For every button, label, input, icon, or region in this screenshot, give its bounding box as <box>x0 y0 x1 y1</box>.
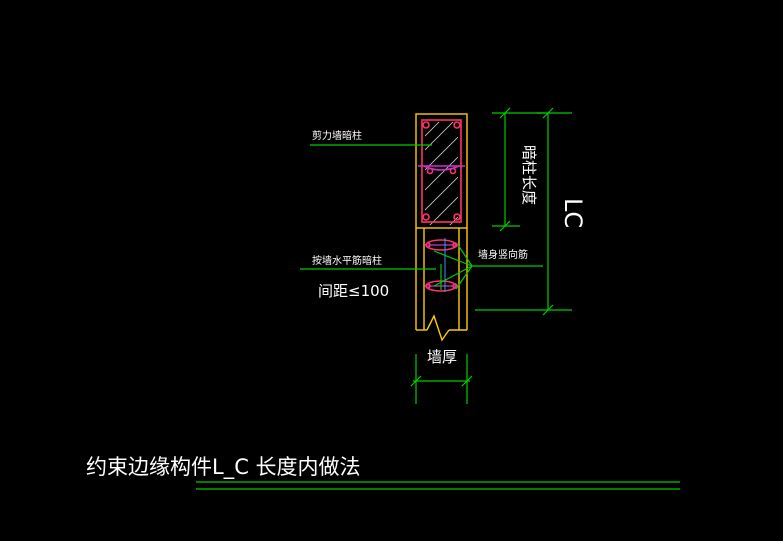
label-vertical-bar: 墙身竖向筋 <box>478 248 528 261</box>
wall-outline <box>415 113 468 342</box>
column-hatch <box>425 122 458 225</box>
column-tie <box>418 165 465 171</box>
dimension-lines <box>196 107 680 490</box>
label-shear-wall-column: 剪力墙暗柱 <box>312 129 362 142</box>
label-wall-thickness: 墙厚 <box>427 348 457 366</box>
label-column-length: 暗柱长度 <box>520 145 538 205</box>
label-spacing: 间距≤100 <box>318 282 389 300</box>
drawing-title: 约束边缘构件L_C 长度内做法 <box>86 455 361 480</box>
label-lc: LC <box>559 198 587 228</box>
label-horizontal-bar-column: 按墙水平筋暗柱 <box>312 254 382 267</box>
column-rebar <box>421 119 462 223</box>
